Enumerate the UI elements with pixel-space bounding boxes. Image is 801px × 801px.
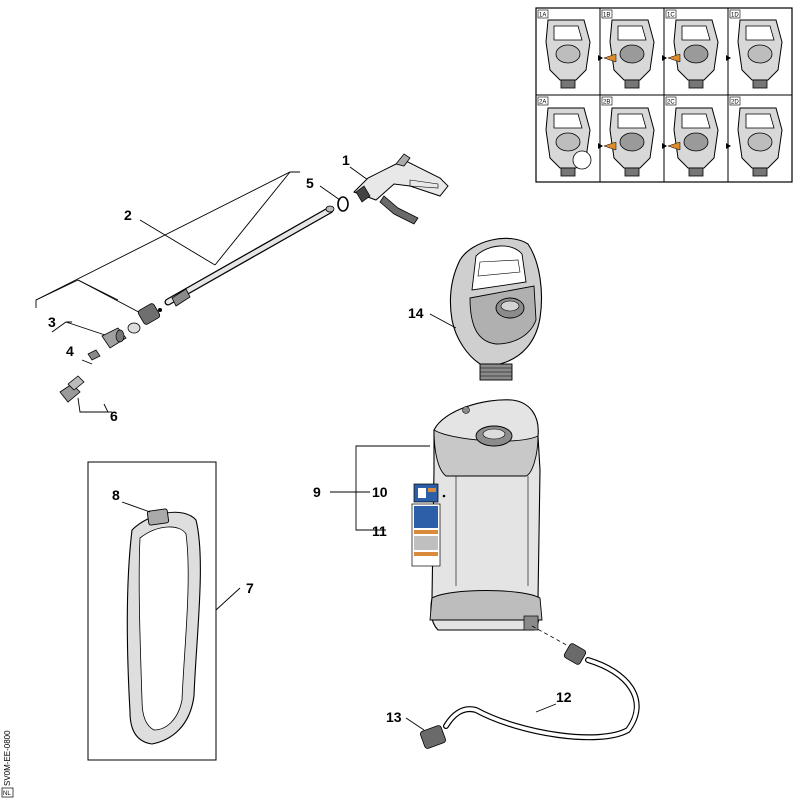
inset-arrow-icon — [598, 55, 603, 61]
callout-10: 10 — [372, 484, 388, 500]
drawing-code: SV0M-EE-0800 — [3, 730, 12, 786]
callout-5: 5 — [306, 175, 314, 191]
callout-1: 1 — [342, 152, 350, 168]
nozzle-parts — [59, 322, 141, 403]
inset-thumb-2a — [545, 107, 592, 177]
inset-thumb-1d — [737, 19, 783, 89]
instruction-inset: 1A 1B 1C 1D 2A 2B 2C 2D — [535, 7, 793, 183]
inset-arrow-icon — [598, 143, 603, 149]
inset-label-1a: 1A — [537, 9, 549, 19]
inset-arrow-icon — [662, 55, 667, 61]
inset-thumb-1a — [545, 19, 591, 89]
svg-text:1D: 1D — [731, 13, 739, 19]
svg-text:NL: NL — [3, 791, 11, 797]
callout-9: 9 — [313, 484, 321, 500]
inset-label-1b: 1B — [601, 9, 613, 19]
callout-8: 8 — [112, 487, 120, 503]
svg-text:1A: 1A — [539, 13, 546, 19]
callout-13: 13 — [386, 709, 402, 725]
inset-label-2a: 2A — [537, 96, 549, 106]
svg-text:2D: 2D — [731, 100, 739, 106]
svg-text:2B: 2B — [603, 100, 610, 106]
callout-3: 3 — [48, 314, 56, 330]
inset-thumb-2b — [603, 107, 655, 177]
decal-11 — [411, 503, 441, 567]
svg-text:1B: 1B — [603, 13, 610, 19]
svg-text:2C: 2C — [667, 100, 675, 106]
carry-strap — [126, 508, 201, 745]
inset-label-2c: 2C — [665, 96, 677, 106]
pump-head — [449, 237, 543, 381]
callout-4: 4 — [66, 343, 74, 359]
callout-2: 2 — [124, 207, 132, 223]
inset-thumb-2d — [737, 107, 783, 177]
svg-text:2A: 2A — [539, 100, 546, 106]
trigger-handle — [353, 153, 449, 225]
inset-thumb-1b — [603, 19, 655, 89]
callout-7: 7 — [246, 580, 254, 596]
inset-label-2b: 2B — [601, 96, 613, 106]
inset-arrow-icon — [662, 143, 667, 149]
inset-thumb-2c — [667, 107, 719, 177]
wand-brackets — [35, 166, 369, 413]
svg-text:1C: 1C — [667, 13, 675, 19]
inset-arrow-icon — [726, 143, 731, 149]
callout-11: 11 — [372, 523, 387, 539]
strap-box — [87, 461, 217, 761]
hose — [420, 625, 640, 749]
inset-arrow-icon — [726, 55, 731, 61]
o-ring — [337, 196, 349, 212]
decal-10 — [413, 483, 439, 503]
spray-lance — [137, 205, 335, 325]
inset-label-2d: 2D — [729, 96, 741, 106]
callout-12: 12 — [556, 689, 572, 705]
inset-label-1d: 1D — [729, 9, 741, 19]
callout-6: 6 — [110, 408, 118, 424]
inset-thumb-1c — [667, 19, 719, 89]
inset-label-1c: 1C — [665, 9, 677, 19]
callout-14: 14 — [408, 305, 424, 321]
corner-mark: NL — [1, 787, 14, 798]
tank — [429, 399, 543, 631]
